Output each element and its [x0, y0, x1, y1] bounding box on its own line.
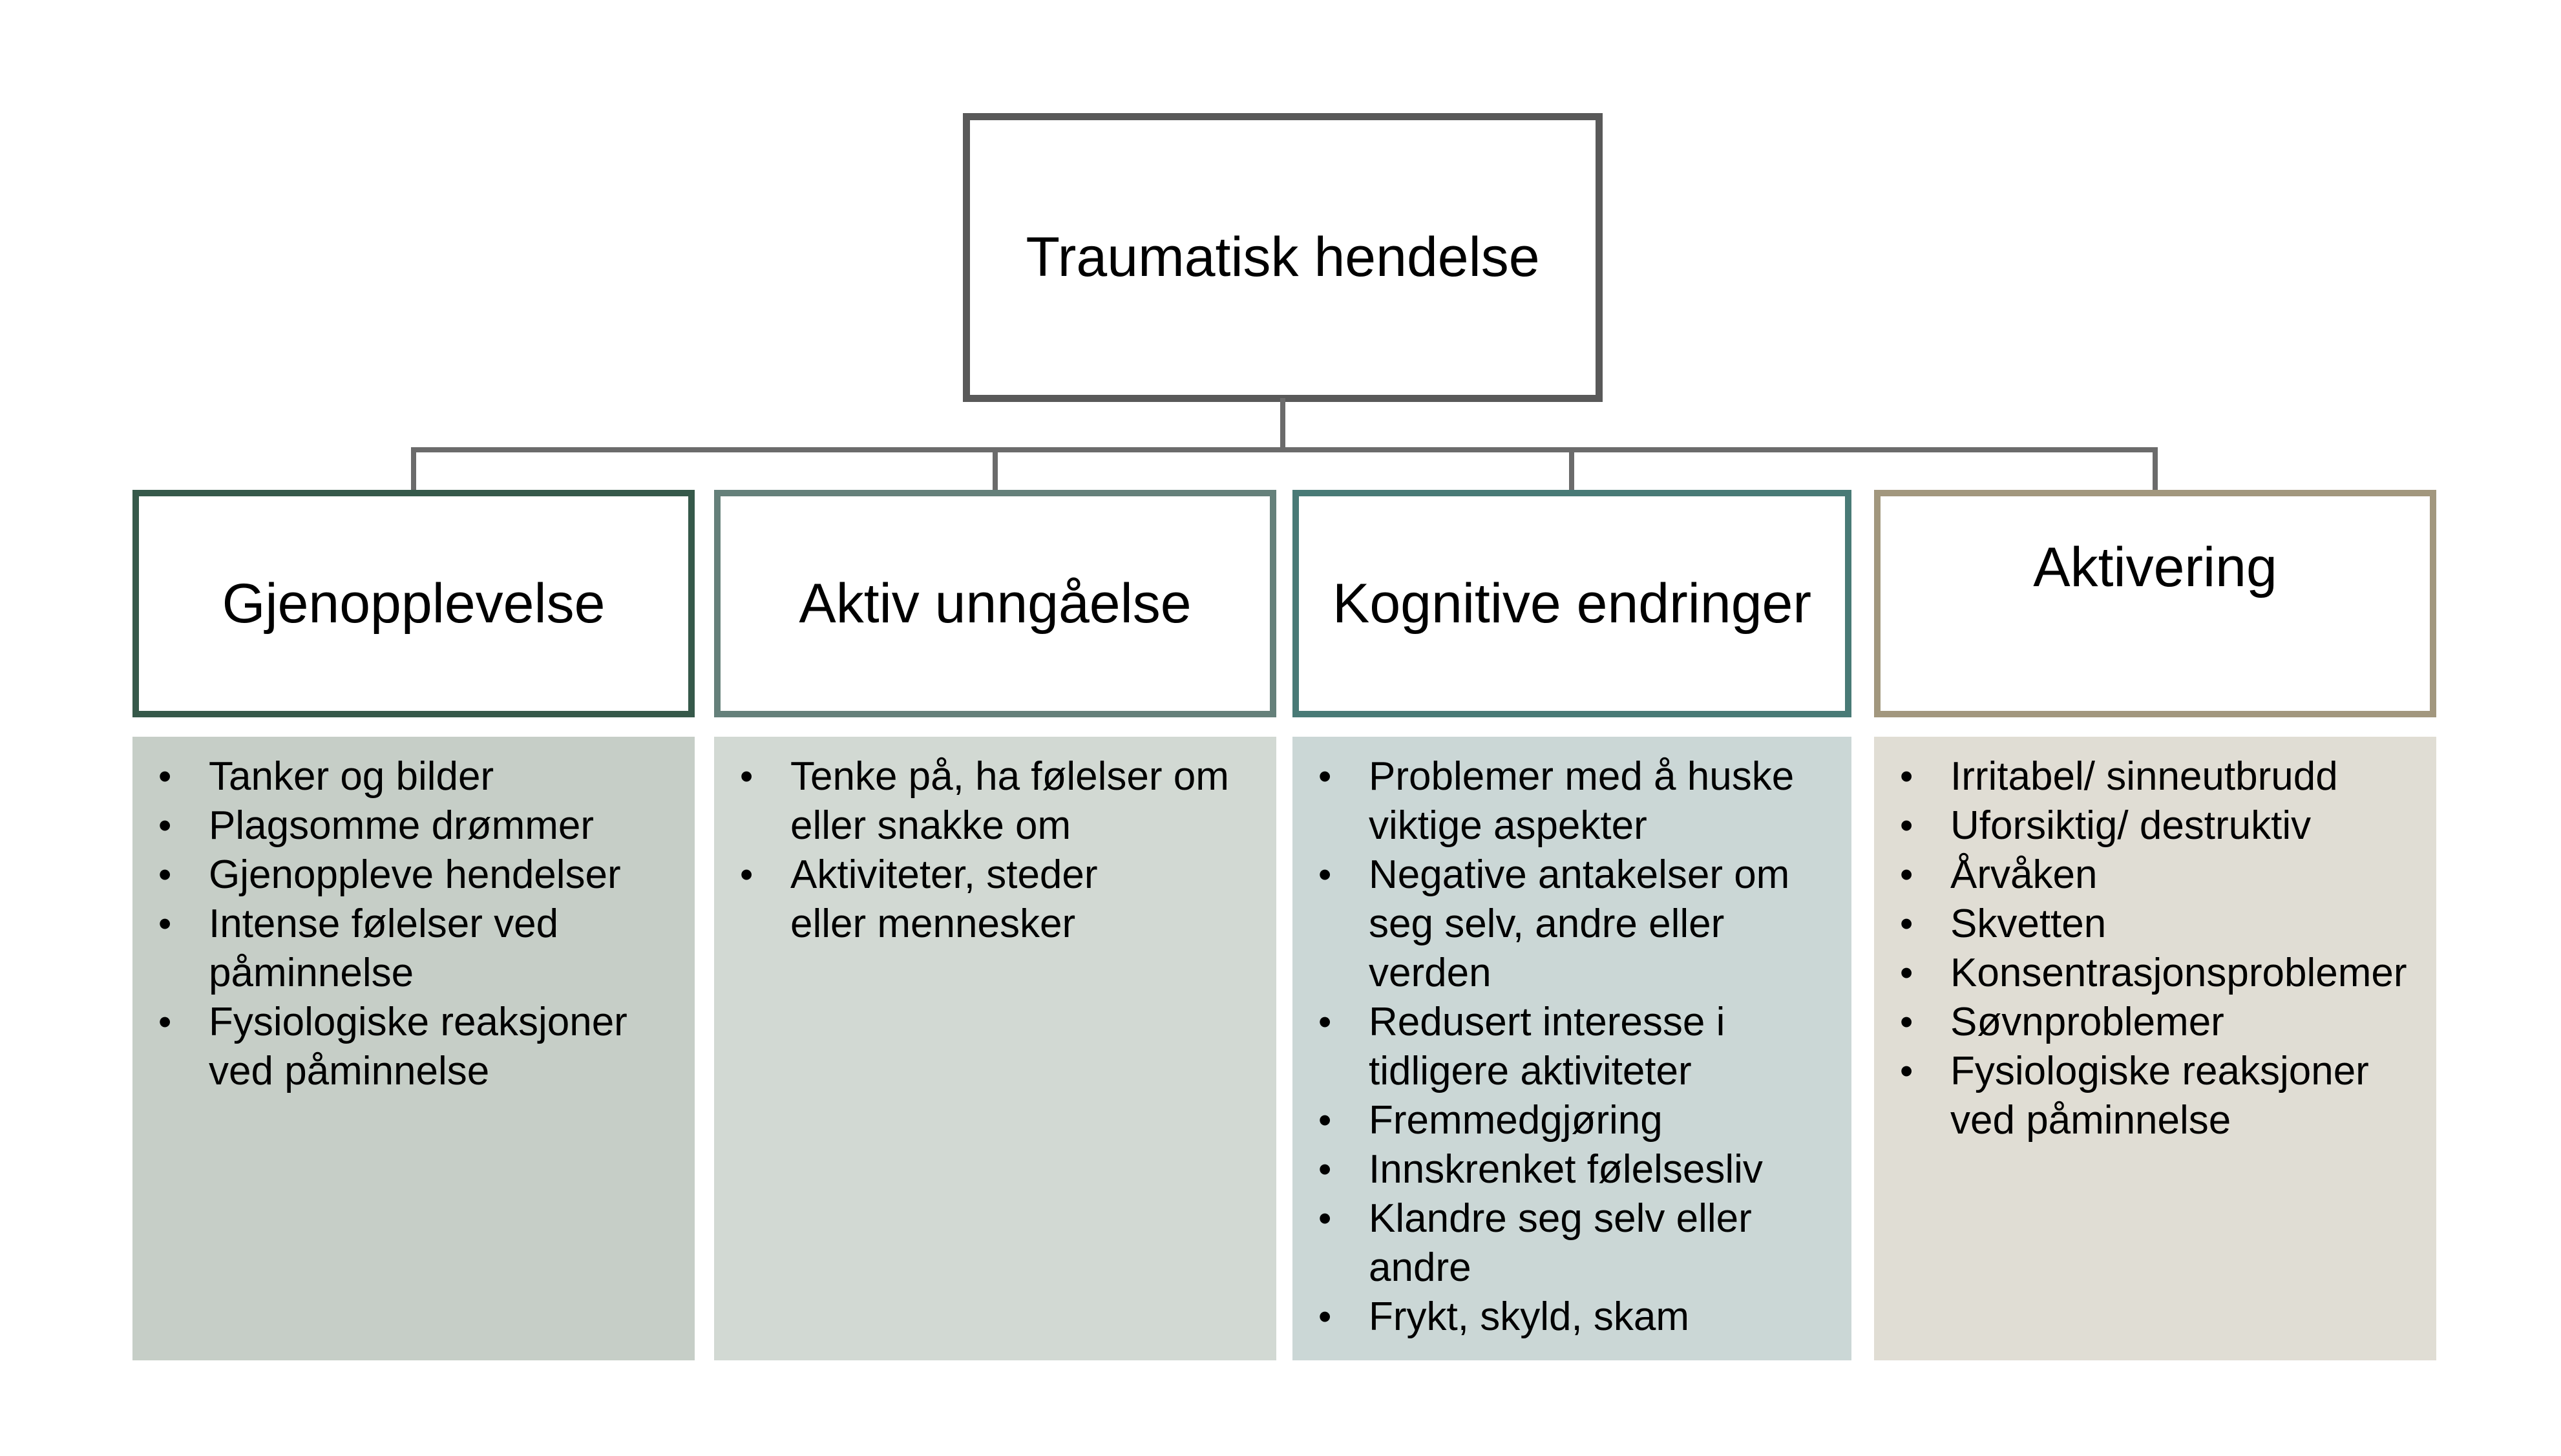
symptom-list: Irritabel/ sinneutbruddUforsiktig/ destr…: [1874, 752, 2423, 1145]
list-item: Klandre seg selv eller andre: [1292, 1194, 1839, 1292]
list-item: Irritabel/ sinneutbrudd: [1874, 752, 2423, 801]
list-item: Fremmedgjøring: [1292, 1096, 1839, 1145]
connector-stub-aktiv-unngaelse: [993, 447, 998, 494]
connector-stub-aktivering: [2153, 447, 2158, 494]
list-item: Frykt, skyld, skam: [1292, 1292, 1839, 1342]
list-item: Skvetten: [1874, 900, 2423, 949]
symptom-list: Tanker og bilderPlagsomme drømmerGjenopp…: [132, 752, 682, 1096]
list-item: Redusert interesse i tidligere aktivitet…: [1292, 998, 1839, 1096]
list-item: Negative antakelser om seg selv, andre e…: [1292, 850, 1839, 998]
symptom-list: Problemer med å huske viktige aspekterNe…: [1292, 752, 1839, 1342]
branch-panel: Problemer med å huske viktige aspekterNe…: [1292, 737, 1851, 1360]
symptom-list: Tenke på, ha følelser om eller snakke om…: [714, 752, 1263, 949]
branch-header: Aktivering: [1874, 490, 2436, 717]
list-item: Årvåken: [1874, 850, 2423, 900]
branch-panel: Tanker og bilderPlagsomme drømmerGjenopp…: [132, 737, 695, 1360]
branch-header-label: Kognitive endringer: [1332, 572, 1812, 635]
list-item: Fysiologiske reaksjoner ved påminnelse: [1874, 1047, 2423, 1145]
list-item: Intense følelser ved påminnelse: [132, 900, 682, 998]
list-item: Søvnproblemer: [1874, 998, 2423, 1047]
connector-stub-gjenopplevelse: [411, 447, 416, 494]
root-node-label: Traumatisk hendelse: [1026, 226, 1540, 288]
connector-root-stem: [1280, 398, 1285, 451]
branch-header-label: Gjenopplevelse: [222, 572, 606, 635]
list-item: Plagsomme drømmer: [132, 801, 682, 850]
branch-header-label: Aktiv unngåelse: [799, 572, 1192, 635]
list-item: Konsentrasjonsproblemer: [1874, 949, 2423, 998]
list-item: Tenke på, ha følelser om eller snakke om: [714, 752, 1263, 850]
list-item: Fysiologiske reaksjoner ved påminnelse: [132, 998, 682, 1096]
branch-panel: Tenke på, ha følelser om eller snakke om…: [714, 737, 1276, 1360]
list-item: Gjenoppleve hendelser: [132, 850, 682, 900]
list-item: Innskrenket følelsesliv: [1292, 1145, 1839, 1194]
list-item: Tanker og bilder: [132, 752, 682, 801]
list-item: Problemer med å huske viktige aspekter: [1292, 752, 1839, 850]
branch-header: Gjenopplevelse: [132, 490, 695, 717]
connector-horizontal: [411, 447, 2158, 452]
root-node: Traumatisk hendelse: [963, 113, 1603, 402]
list-item: Aktiviteter, steder eller mennesker: [714, 850, 1263, 949]
branch-header-label: Aktivering: [2033, 536, 2277, 598]
branch-panel: Irritabel/ sinneutbruddUforsiktig/ destr…: [1874, 737, 2436, 1360]
branch-header: Aktiv unngåelse: [714, 490, 1276, 717]
branch-header: Kognitive endringer: [1292, 490, 1851, 717]
list-item: Uforsiktig/ destruktiv: [1874, 801, 2423, 850]
connector-stub-kognitive-endringer: [1569, 447, 1574, 494]
